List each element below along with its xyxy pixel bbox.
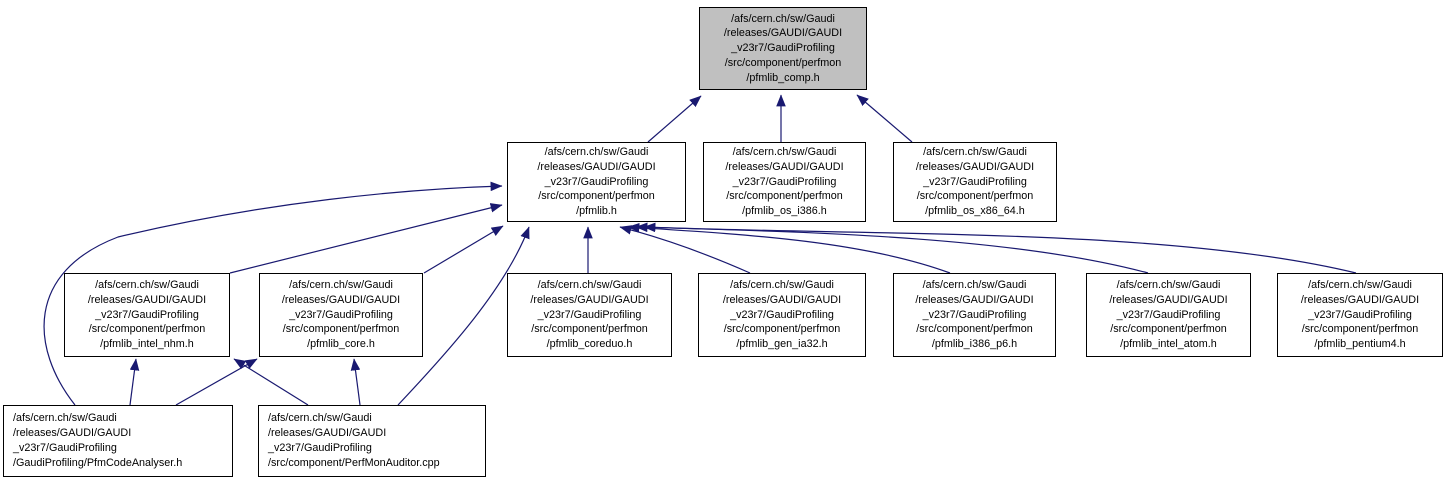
node-pfmlib_intel_nhm[interactable]: /afs/cern.ch/sw/Gaudi /releases/GAUDI/GA… — [64, 273, 230, 357]
node-pfmlib_i386_p6[interactable]: /afs/cern.ch/sw/Gaudi /releases/GAUDI/GA… — [893, 273, 1056, 357]
node-pfmlib_gen_ia32[interactable]: /afs/cern.ch/sw/Gaudi /releases/GAUDI/GA… — [698, 273, 866, 357]
node-pfmlib_intel_atom[interactable]: /afs/cern.ch/sw/Gaudi /releases/GAUDI/GA… — [1086, 273, 1251, 357]
edge-pfm_code_analyser-to-pfmlib_intel_nhm — [129, 358, 140, 406]
edge-pfm_code_analyser-to-pfmlib_core — [175, 358, 258, 406]
edge-pfmlib_intel_atom-to-pfmlib — [635, 222, 1149, 274]
node-pfmlib_comp[interactable]: /afs/cern.ch/sw/Gaudi /releases/GAUDI/GA… — [699, 7, 867, 90]
edge-perf_mon_auditor-to-pfmlib — [397, 226, 530, 406]
node-pfmlib_core[interactable]: /afs/cern.ch/sw/Gaudi /releases/GAUDI/GA… — [259, 273, 423, 357]
edge-pfmlib-to-pfmlib_comp — [647, 95, 702, 143]
node-pfmlib[interactable]: /afs/cern.ch/sw/Gaudi /releases/GAUDI/GA… — [507, 142, 686, 222]
node-pfm_code_analyser[interactable]: /afs/cern.ch/sw/Gaudi /releases/GAUDI/GA… — [3, 405, 233, 477]
edge-pfmlib_os_x86_64-to-pfmlib_comp — [856, 94, 913, 143]
edge-pfm_code_analyser-to-pfmlib — [43, 181, 503, 406]
node-pfmlib_coreduo[interactable]: /afs/cern.ch/sw/Gaudi /releases/GAUDI/GA… — [507, 273, 672, 357]
edge-pfmlib_i386_p6-to-pfmlib — [627, 222, 951, 274]
node-pfmlib_os_i386[interactable]: /afs/cern.ch/sw/Gaudi /releases/GAUDI/GA… — [703, 142, 866, 222]
edge-pfmlib_pentium4-to-pfmlib — [643, 222, 1357, 274]
edge-perf_mon_auditor-to-pfmlib_core — [350, 358, 361, 406]
node-perf_mon_auditor[interactable]: /afs/cern.ch/sw/Gaudi /releases/GAUDI/GA… — [258, 405, 486, 477]
node-pfmlib_pentium4[interactable]: /afs/cern.ch/sw/Gaudi /releases/GAUDI/GA… — [1277, 273, 1443, 357]
edge-pfmlib_intel_nhm-to-pfmlib — [229, 203, 503, 274]
node-pfmlib_os_x86_64[interactable]: /afs/cern.ch/sw/Gaudi /releases/GAUDI/GA… — [893, 142, 1057, 222]
edge-pfmlib_core-to-pfmlib — [423, 225, 504, 274]
